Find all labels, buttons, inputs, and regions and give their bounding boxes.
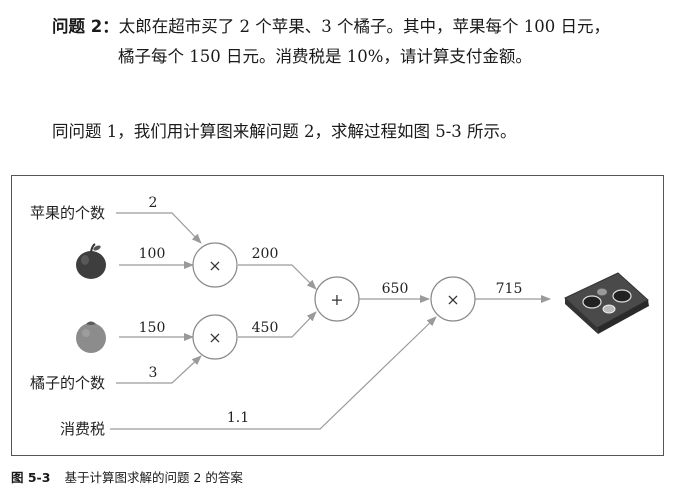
- value-apple-count: 2: [149, 195, 158, 211]
- label-apple-count: 苹果的个数: [30, 204, 105, 222]
- orange-icon: [76, 321, 106, 353]
- problem-statement: 问题 2：太郎在超市买了 2 个苹果、3 个橘子。其中，苹果每个 100 日元，…: [52, 12, 682, 72]
- node-mul-apple-op: ×: [208, 256, 221, 275]
- problem-label: 问题 2：: [52, 17, 119, 36]
- edge-tax: [110, 316, 437, 430]
- node-add: [314, 276, 360, 322]
- value-final: 715: [496, 281, 523, 297]
- node-mul-apple: [192, 242, 238, 288]
- figure-caption-text: 基于计算图求解的问题 2 的答案: [64, 470, 243, 485]
- figure-number: 图 5-3: [11, 470, 51, 485]
- value-apple-price: 100: [139, 246, 166, 262]
- value-apple-total: 200: [252, 246, 279, 262]
- node-mul-tax: [430, 276, 476, 322]
- edge-apple-total: [238, 264, 317, 290]
- figure-box: × × + × 2 100 200 150 450 3 650 715 1.1 …: [11, 175, 664, 456]
- apple-icon: [76, 243, 106, 279]
- payment-tray-icon: [564, 272, 649, 334]
- edge-orange-count: [116, 355, 202, 384]
- problem-line-1: 问题 2：太郎在超市买了 2 个苹果、3 个橘子。其中，苹果每个 100 日元，: [52, 12, 682, 42]
- node-mul-orange-op: ×: [208, 328, 221, 347]
- label-tax: 消费税: [60, 420, 105, 438]
- edge-orange-total: [238, 311, 317, 338]
- computational-graph: × × + × 2 100 200 150 450 3 650 715 1.1 …: [30, 195, 649, 438]
- value-orange-total: 450: [252, 320, 279, 336]
- node-mul-tax-op: ×: [446, 290, 459, 309]
- node-mul-orange: [192, 314, 238, 360]
- edge-apple-count: [116, 212, 202, 244]
- problem-line-2: 橘子每个 150 日元。消费税是 10%，请计算支付金额。: [118, 47, 532, 66]
- intro-paragraph: 同问题 1，我们用计算图来解问题 2，求解过程如图 5-3 所示。: [52, 122, 517, 141]
- figure-caption: 图 5-3 基于计算图求解的问题 2 的答案: [11, 467, 243, 486]
- value-orange-count: 3: [149, 365, 158, 381]
- node-add-op: +: [330, 290, 343, 309]
- value-orange-price: 150: [139, 320, 166, 336]
- problem-text-1: 太郎在超市买了 2 个苹果、3 个橘子。其中，苹果每个 100 日元，: [118, 17, 610, 36]
- value-tax: 1.1: [227, 410, 249, 426]
- value-sum: 650: [382, 281, 409, 297]
- label-orange-count: 橘子的个数: [30, 374, 105, 392]
